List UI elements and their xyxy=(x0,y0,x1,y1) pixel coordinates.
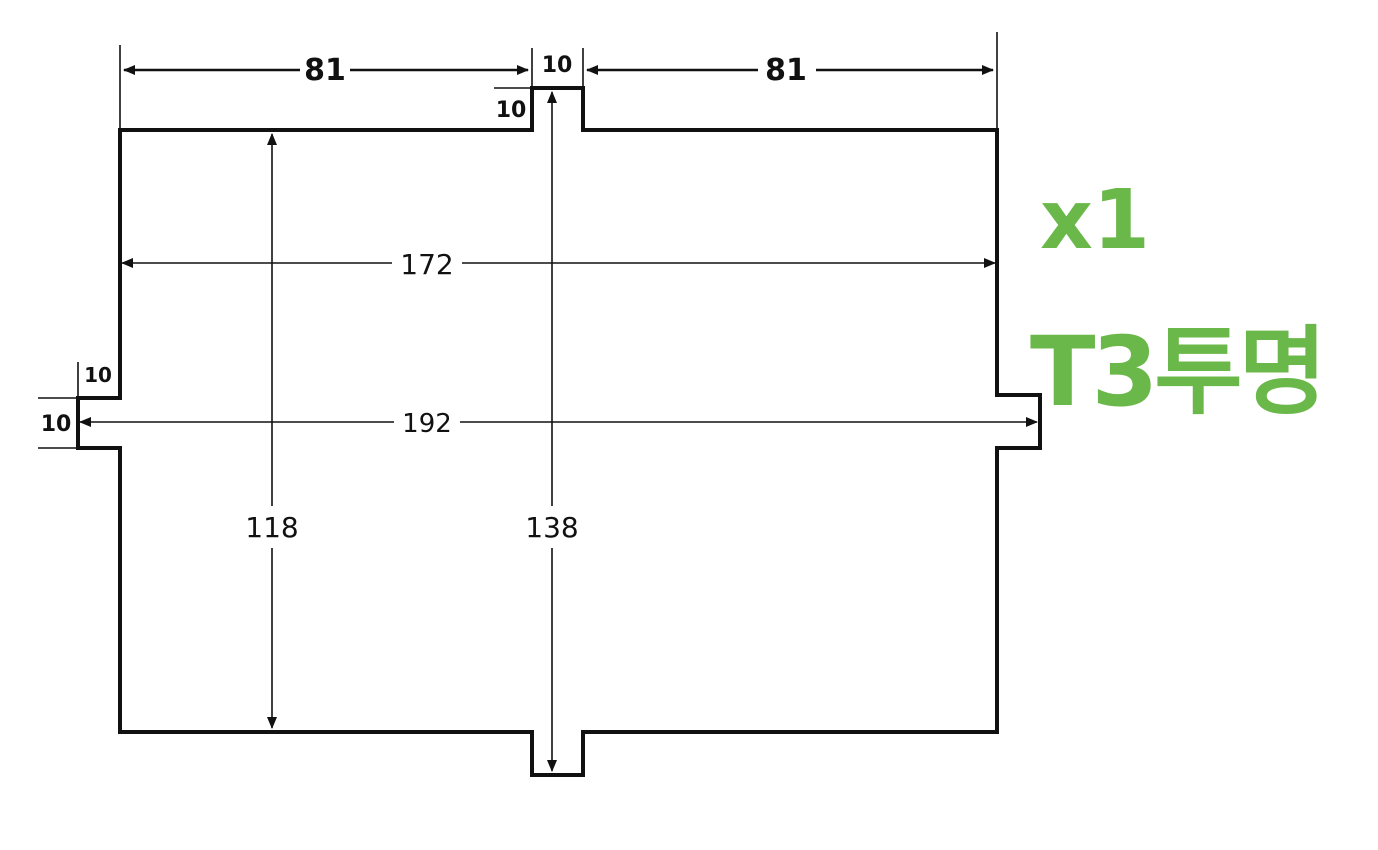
dim-label-overall-height: 138 xyxy=(525,511,578,544)
note-quantity: x1 xyxy=(1040,173,1150,268)
dim-label-top-tab-width: 10 xyxy=(542,53,573,78)
dim-label-inner-width: 172 xyxy=(400,248,453,281)
dim-label-overall-width: 192 xyxy=(402,409,452,439)
dim-label-body-height: 118 xyxy=(245,511,298,544)
part-outline xyxy=(76,86,1042,777)
note-material: T3투명 xyxy=(1030,316,1323,428)
dim-label-top-left: 81 xyxy=(304,53,346,88)
dim-label-side-tab-width: 10 xyxy=(41,412,72,437)
dim-label-top-right: 81 xyxy=(765,53,807,88)
dim-label-side-tab-height: 10 xyxy=(84,363,112,387)
dim-label-top-tab-height: 10 xyxy=(496,98,527,123)
